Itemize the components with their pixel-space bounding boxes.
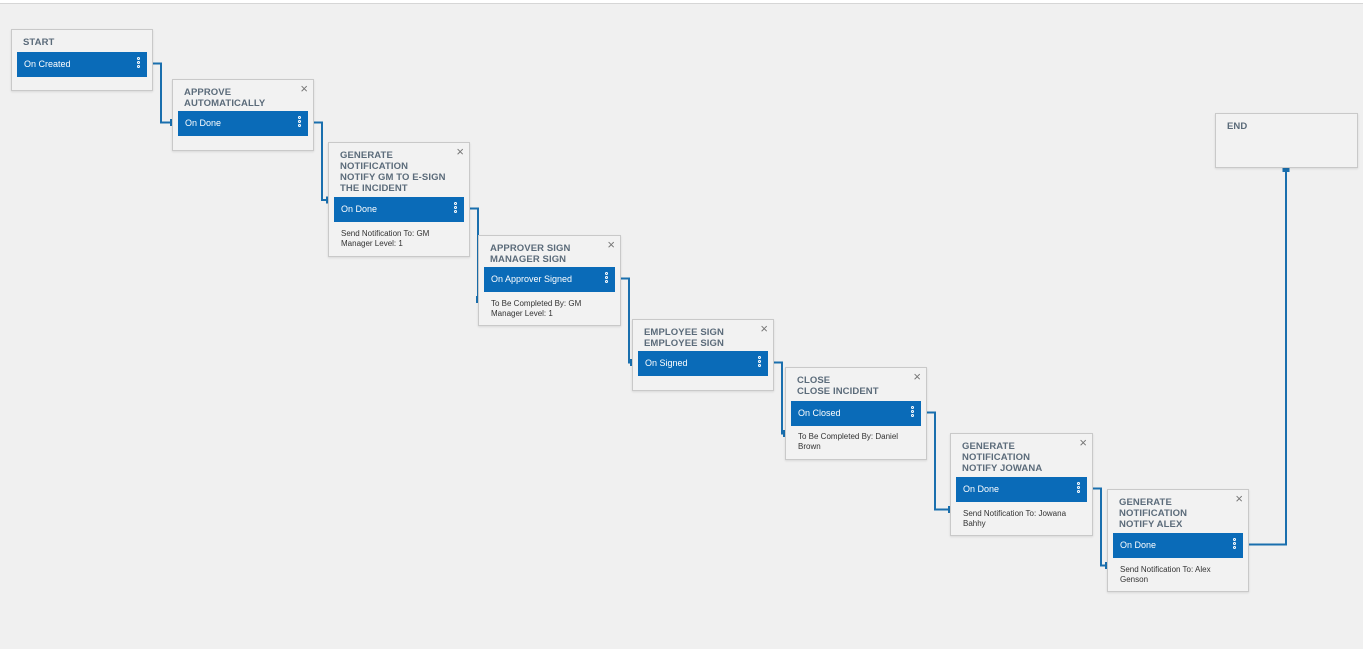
node-detail-line: Manager Level: 1 <box>491 309 553 318</box>
node-title-line: CLOSE INCIDENT <box>797 386 879 397</box>
node-title-line: CLOSE <box>797 375 831 386</box>
connector-line <box>925 411 950 511</box>
event-button[interactable]: On Done <box>1113 533 1243 558</box>
node-detail-line: Send Notification To: Alex <box>1120 565 1211 574</box>
close-icon[interactable]: × <box>456 144 464 159</box>
close-icon[interactable]: × <box>1079 435 1087 450</box>
event-label: On Closed <box>798 408 841 418</box>
node-detail-line: Genson <box>1120 575 1149 584</box>
event-button[interactable]: On Done <box>178 111 308 136</box>
node-title-line: NOTIFICATION <box>1119 508 1188 519</box>
event-label: On Done <box>1120 540 1157 550</box>
node-title-line: THE INCIDENT <box>340 183 408 194</box>
event-button[interactable]: On Created <box>17 52 147 77</box>
top-border <box>0 0 1363 4</box>
event-button[interactable]: On Done <box>956 477 1087 502</box>
node-title-line: NOTIFY ALEX <box>1119 519 1183 530</box>
more-vertical-icon[interactable] <box>298 116 303 131</box>
node-detail-line: Send Notification To: GM <box>341 229 430 238</box>
connector-line <box>1247 170 1287 546</box>
connector-line <box>312 121 328 201</box>
event-button[interactable]: On Done <box>334 197 464 222</box>
node-title-line: APPROVER SIGN <box>490 243 571 254</box>
node-title-line: EMPLOYEE SIGN <box>644 338 724 349</box>
event-label: On Done <box>341 204 378 214</box>
node-title-line: GENERATE <box>1119 497 1172 508</box>
event-label: On Done <box>963 484 1000 494</box>
node-start[interactable]: START On Created <box>11 29 153 91</box>
input-port[interactable] <box>1282 168 1290 172</box>
event-label: On Created <box>24 59 71 69</box>
node-detail-line: Manager Level: 1 <box>341 239 403 248</box>
node-detail-line: Bahhy <box>963 519 986 528</box>
close-icon[interactable]: × <box>1235 491 1243 506</box>
node-end[interactable]: END <box>1215 113 1358 168</box>
event-label: On Approver Signed <box>491 274 573 284</box>
node-title: END <box>1227 121 1335 132</box>
event-button[interactable]: On Signed <box>638 351 768 376</box>
node-title-line: NOTIFICATION <box>340 161 409 172</box>
more-vertical-icon[interactable] <box>137 57 142 72</box>
node-title-line: EMPLOYEE SIGN <box>644 327 724 338</box>
node-title-line: START <box>23 37 55 48</box>
close-icon[interactable]: × <box>913 369 921 384</box>
node-detail-line: To Be Completed By: GM <box>491 299 582 308</box>
more-vertical-icon[interactable] <box>454 202 459 217</box>
close-icon[interactable]: × <box>300 81 308 96</box>
node-title-line: GENERATE <box>962 441 1015 452</box>
node-title-line: NOTIFY JOWANA <box>962 463 1043 474</box>
node-title-line: AUTOMATICALLY <box>184 98 266 109</box>
node-title-line: NOTIFY GM TO E-SIGN <box>340 172 446 183</box>
event-label: On Signed <box>645 358 688 368</box>
connector-line <box>151 62 172 124</box>
node-detail-line: Brown <box>798 442 821 451</box>
event-button[interactable]: On Closed <box>791 401 921 426</box>
node-title: START <box>23 37 130 48</box>
node-detail-line: To Be Completed By: Daniel <box>798 432 899 441</box>
node-title-line: APPROVE <box>184 87 232 98</box>
node-title-line: END <box>1227 121 1248 132</box>
more-vertical-icon[interactable] <box>911 406 916 421</box>
node-detail-line: Send Notification To: Jowana <box>963 509 1067 518</box>
more-vertical-icon[interactable] <box>605 272 610 287</box>
event-button[interactable]: On Approver Signed <box>484 267 615 292</box>
more-vertical-icon[interactable] <box>1077 482 1082 497</box>
connector-line <box>1091 487 1107 567</box>
event-label: On Done <box>185 118 222 128</box>
close-icon[interactable]: × <box>607 237 615 252</box>
node-title-line: NOTIFICATION <box>962 452 1031 463</box>
more-vertical-icon[interactable] <box>758 356 763 371</box>
node-title-line: GENERATE <box>340 150 393 161</box>
more-vertical-icon[interactable] <box>1233 538 1238 553</box>
node-title-line: MANAGER SIGN <box>490 254 567 265</box>
close-icon[interactable]: × <box>760 321 768 336</box>
